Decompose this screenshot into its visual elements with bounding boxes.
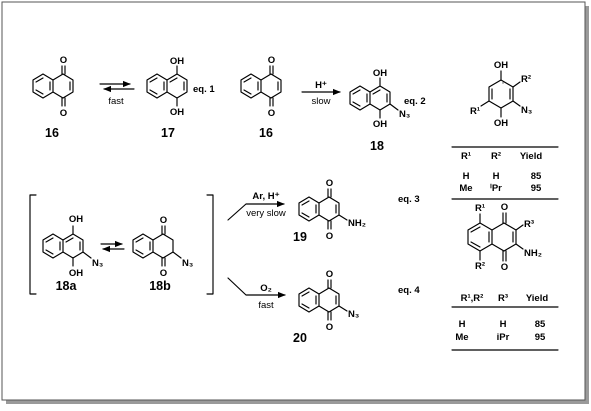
table-cell: 95 — [535, 332, 546, 343]
table-cell: 85 — [531, 171, 542, 182]
atom-nh2: NH₂ — [348, 218, 366, 229]
atom-oh: OH — [494, 60, 508, 71]
atom-o: O — [268, 108, 275, 119]
compound-16-left — [32, 65, 74, 107]
table-cell: Me — [455, 332, 468, 343]
compound-19 — [298, 188, 348, 230]
eq1-condition: fast — [108, 96, 124, 107]
atom-oh: OH — [69, 268, 83, 279]
atom-o: O — [60, 55, 67, 66]
atom-n3: N₃ — [182, 258, 193, 269]
compound-16-label: 16 — [45, 126, 59, 140]
substituent-r3: R³ — [524, 219, 534, 230]
atom-n3: N₃ — [399, 109, 410, 120]
compound-18b — [132, 225, 182, 267]
eq2-condition: slow — [311, 96, 330, 107]
eq3-condition: very slow — [246, 208, 286, 219]
compound-18a-label: 18a — [56, 279, 78, 293]
atom-o: O — [326, 231, 333, 242]
substituent-r1: R¹ — [470, 106, 480, 117]
atom-oh: OH — [494, 118, 508, 129]
compound-20-label: 20 — [293, 331, 307, 345]
atom-n3: N₃ — [92, 258, 103, 269]
compound-18-label: 18 — [370, 139, 384, 153]
page-border — [1, 1, 586, 401]
table2-header: R³ — [498, 293, 508, 304]
atom-o: O — [501, 202, 508, 213]
atom-oh: OH — [373, 119, 387, 130]
substituent-r1: R¹ — [475, 203, 485, 214]
eq3-label: eq. 3 — [398, 194, 420, 205]
eq3-arrow — [227, 200, 285, 221]
table-cell: H — [459, 319, 466, 330]
left-bracket — [29, 194, 37, 295]
compound-17-label: 17 — [161, 126, 175, 140]
atom-nh2: NH₂ — [524, 248, 542, 259]
atom-o: O — [160, 268, 167, 279]
substituent-r2: R² — [521, 74, 531, 85]
atom-oh: OH — [170, 56, 184, 67]
table1-header: R² — [491, 151, 501, 162]
eq4-arrow — [227, 277, 286, 299]
substituent-r2: R² — [475, 261, 485, 272]
atom-o: O — [60, 108, 67, 119]
table1-structure — [480, 70, 521, 118]
table-cell: 85 — [535, 319, 546, 330]
table-cell: 95 — [531, 183, 542, 194]
eq4-reagent: O₂ — [260, 283, 272, 294]
right-bracket — [206, 194, 214, 295]
compound-17 — [146, 65, 188, 107]
compound-16-label: 16 — [259, 126, 273, 140]
atom-o: O — [326, 322, 333, 333]
table-cell: H — [493, 171, 500, 182]
table-cell: H — [463, 171, 470, 182]
table-cell: H — [500, 319, 507, 330]
eq2-reagent: H⁺ — [315, 80, 327, 91]
eq1-label: eq. 1 — [193, 84, 215, 95]
compound-20 — [298, 279, 348, 321]
table-cell: iPr — [497, 332, 510, 343]
table2-structure — [467, 212, 524, 262]
compound-18 — [349, 77, 399, 119]
atom-o: O — [501, 262, 508, 273]
compound-18b-label: 18b — [149, 279, 171, 293]
table-cell: Me — [459, 183, 472, 194]
eq3-reagent: Ar, H⁺ — [252, 191, 279, 202]
eq4-label: eq. 4 — [398, 285, 420, 296]
table1-header: Yield — [520, 151, 543, 162]
table2-header: Yield — [526, 293, 549, 304]
atom-n3: N₃ — [521, 105, 532, 116]
atom-o: O — [326, 178, 333, 189]
eq4-condition: fast — [258, 300, 274, 311]
atom-n3: N₃ — [348, 309, 359, 320]
compound-16-middle — [240, 65, 282, 107]
eq2-label: eq. 2 — [404, 96, 426, 107]
atom-oh: OH — [69, 214, 83, 225]
atom-o: O — [268, 55, 275, 66]
table2-header: R¹,R² — [461, 293, 484, 304]
atom-o: O — [326, 269, 333, 280]
atom-o: O — [160, 215, 167, 226]
atom-oh: OH — [170, 107, 184, 118]
table-cell: ⁱPr — [490, 182, 502, 194]
table1-header: R¹ — [461, 151, 471, 162]
compound-18a — [42, 225, 92, 267]
atom-oh: OH — [373, 68, 387, 79]
compound-19-label: 19 — [293, 230, 307, 244]
